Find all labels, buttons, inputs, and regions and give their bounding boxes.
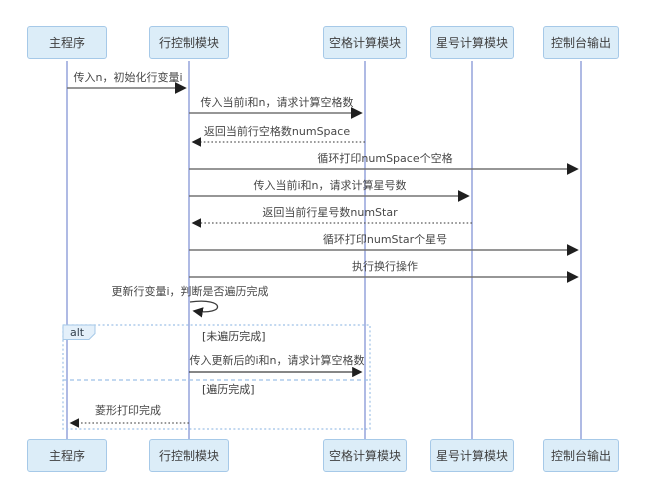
participant-bottom-main-program: 主程序 xyxy=(27,439,107,472)
message-label-3: 返回当前行空格数numSpace xyxy=(203,125,351,138)
message-label-6: 返回当前行星号数numStar xyxy=(262,206,398,219)
message-label-11: 菱形打印完成 xyxy=(95,404,161,417)
message-arrow-9-self-loop xyxy=(189,300,219,318)
participant-bottom-space-calc: 空格计算模块 xyxy=(323,439,407,472)
participant-label: 行控制模块 xyxy=(158,449,219,463)
message-label-8: 执行换行操作 xyxy=(352,260,418,273)
participant-label: 空格计算模块 xyxy=(328,36,401,50)
participant-top-space-calc: 空格计算模块 xyxy=(323,26,407,59)
message-label-4: 循环打印numSpace个空格 xyxy=(317,152,453,165)
participant-label: 星号计算模块 xyxy=(435,36,508,50)
message-label-9: 更新行变量i，判断是否遍历完成 xyxy=(111,285,269,298)
alt-fragment-label: alt xyxy=(70,326,85,339)
participant-label: 星号计算模块 xyxy=(435,449,508,463)
alt-fragment-frame xyxy=(62,324,371,430)
message-label-2: 传入当前i和n，请求计算空格数 xyxy=(200,96,354,109)
participant-bottom-console-out: 控制台输出 xyxy=(543,439,619,472)
participant-label: 控制台输出 xyxy=(550,36,611,50)
alt-guard-finished: [遍历完成] xyxy=(202,383,255,396)
participant-label: 主程序 xyxy=(48,36,85,50)
participant-top-main-program: 主程序 xyxy=(27,26,107,59)
participant-label: 行控制模块 xyxy=(158,36,219,50)
message-label-10: 传入更新后的i和n，请求计算空格数 xyxy=(189,354,365,367)
message-label-1: 传入n，初始化行变量i xyxy=(73,71,183,84)
participant-top-row-control: 行控制模块 xyxy=(149,26,229,59)
message-label-7: 循环打印numStar个星号 xyxy=(322,233,448,246)
participant-top-console-out: 控制台输出 xyxy=(543,26,619,59)
participant-label: 控制台输出 xyxy=(550,449,611,463)
message-label-5: 传入当前i和n，请求计算星号数 xyxy=(253,179,407,192)
alt-fragment-tab xyxy=(62,324,96,340)
alt-guard-not-finished: [未遍历完成] xyxy=(202,330,266,343)
participant-bottom-star-calc: 星号计算模块 xyxy=(430,439,514,472)
participant-bottom-row-control: 行控制模块 xyxy=(149,439,229,472)
participant-top-star-calc: 星号计算模块 xyxy=(430,26,514,59)
participant-label: 主程序 xyxy=(48,449,85,463)
participant-label: 空格计算模块 xyxy=(328,449,401,463)
